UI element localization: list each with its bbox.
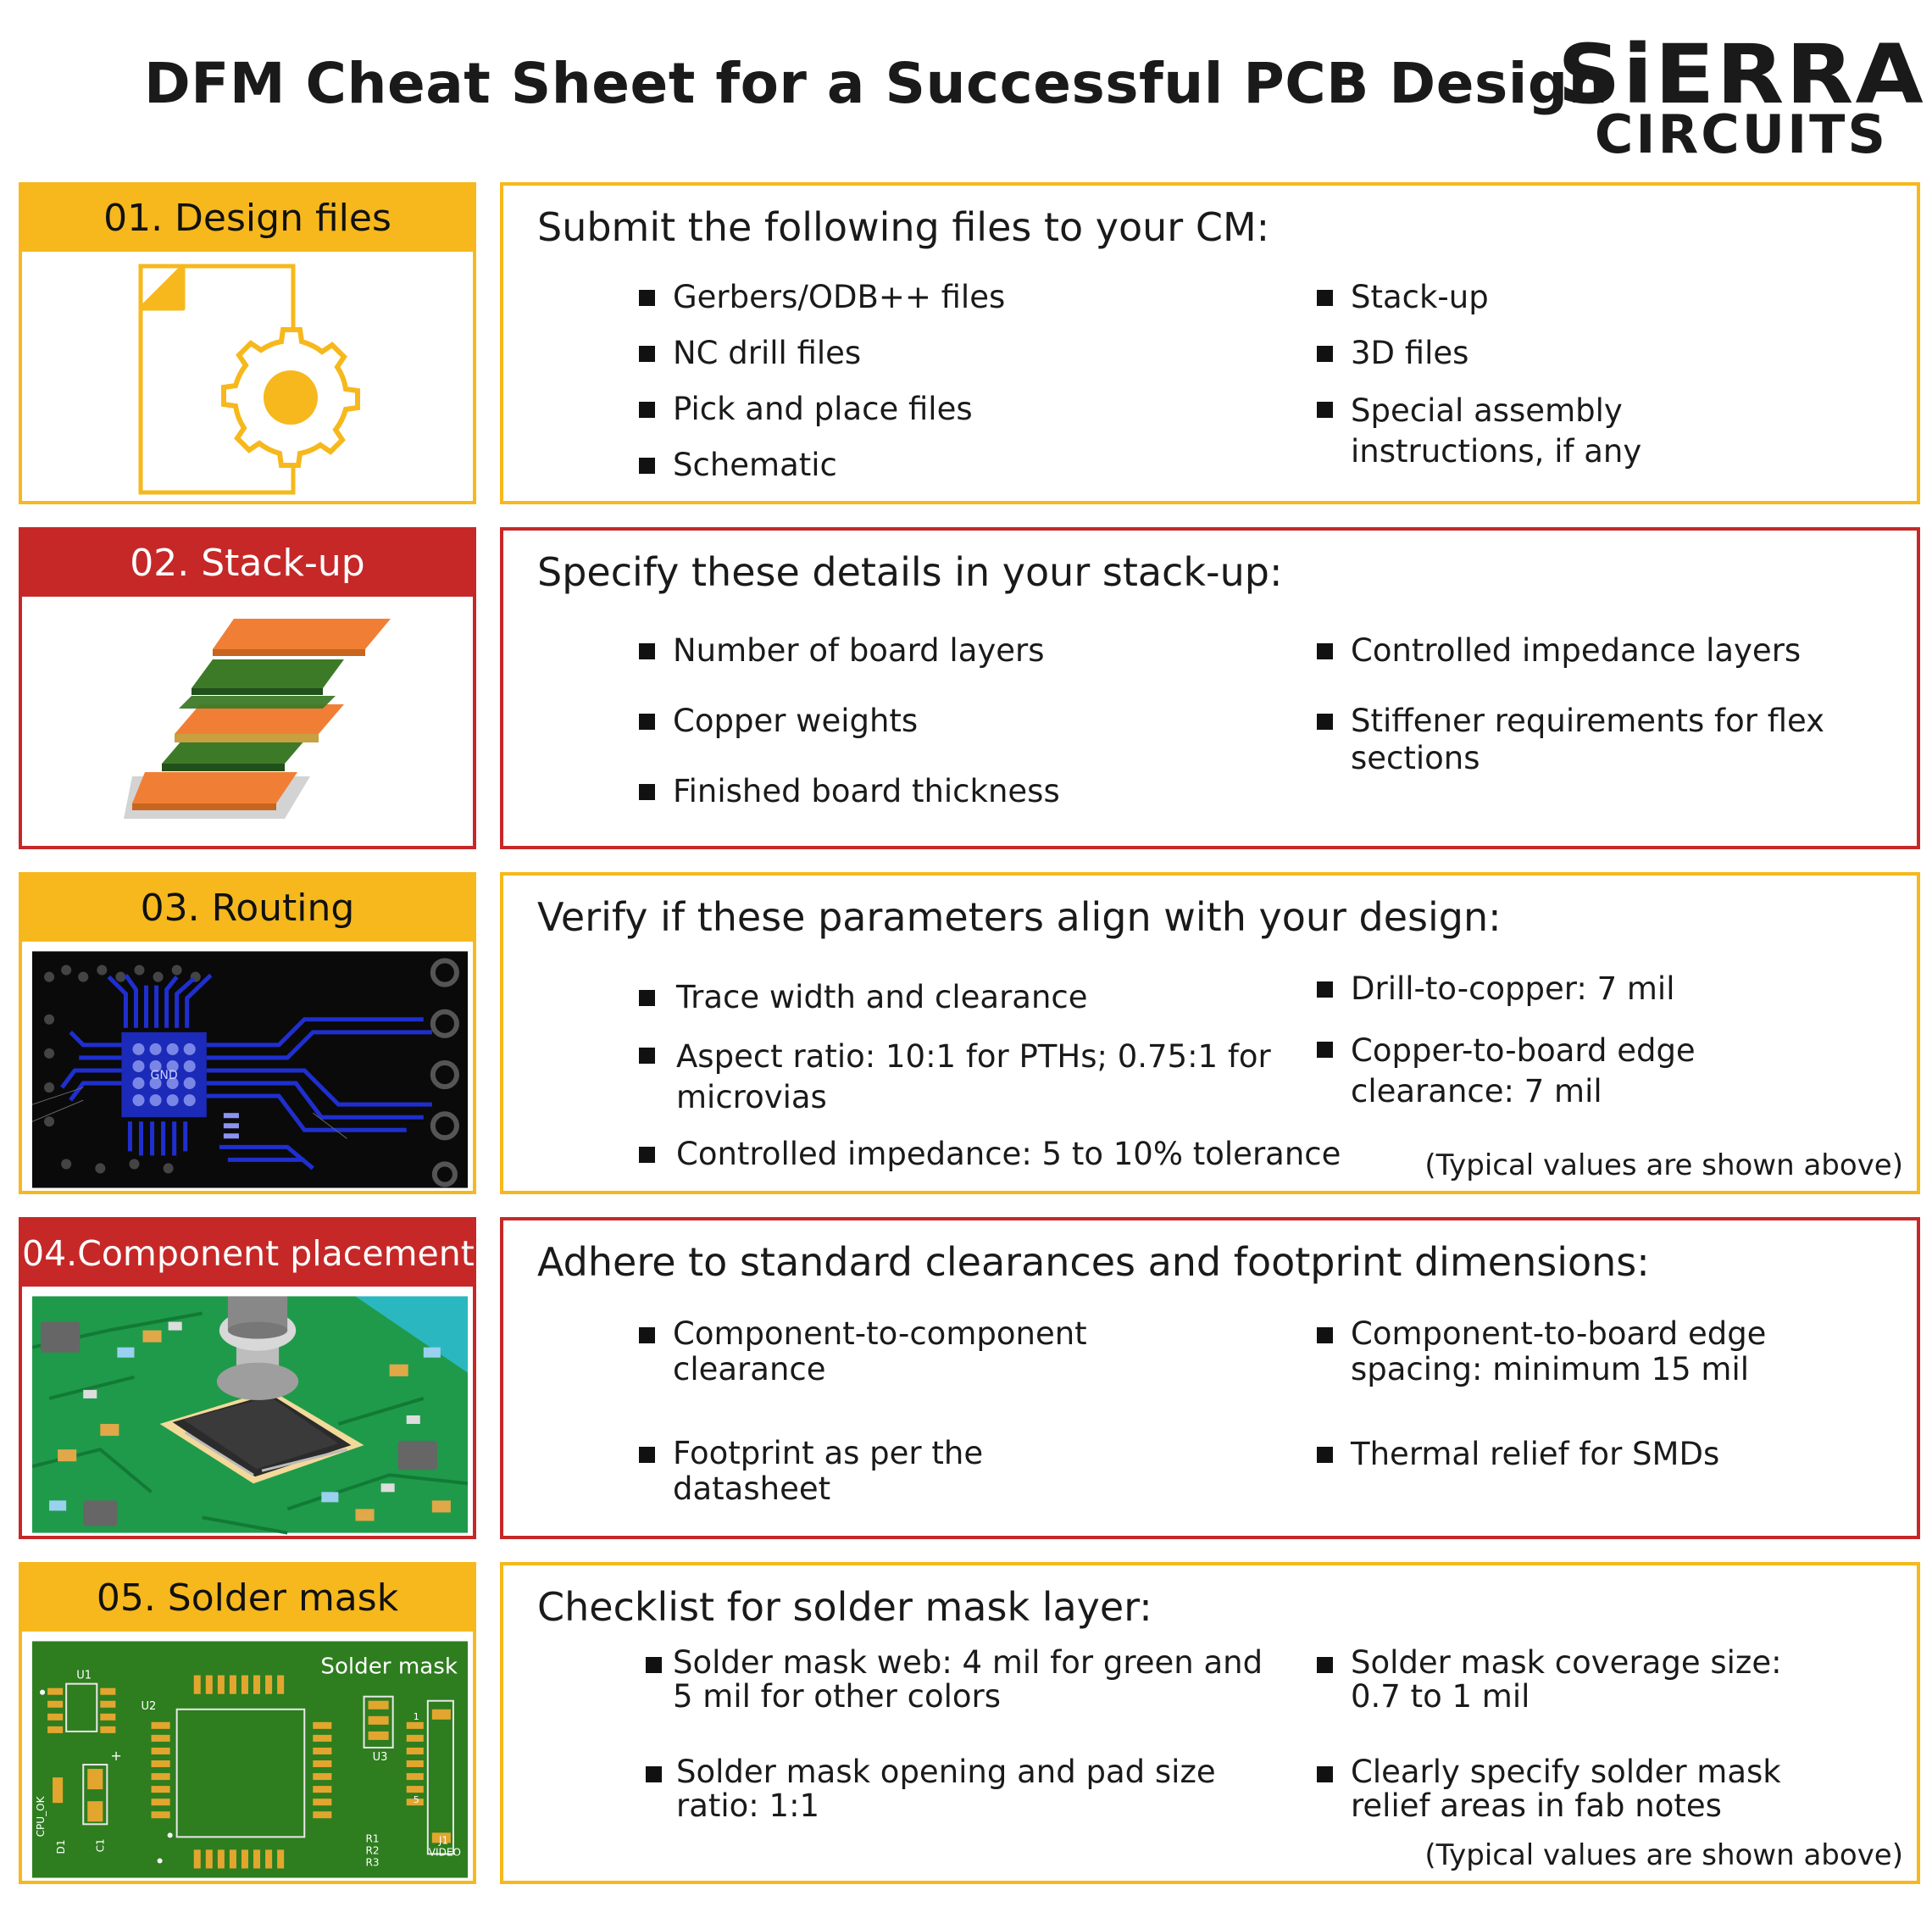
list-item: Copper-to-board edge clearance: 7 mil — [1317, 1031, 1696, 1112]
r2-label: R2 — [366, 1844, 380, 1856]
section-content-panel: Checklist for solder mask layer: Solder … — [500, 1562, 1920, 1884]
pin-1-label: 1 — [414, 1711, 419, 1722]
typical-values-note: (Typical values are shown above) — [1424, 1148, 1903, 1182]
logo-line-1: SiERRA — [1557, 27, 1925, 122]
section-label: 05. Solder mask — [22, 1565, 473, 1632]
section-content-panel: Specify these details in your stack-up: … — [500, 527, 1920, 849]
list-item: Stack-up — [1317, 279, 1489, 316]
pin-5-label: 5 — [414, 1794, 419, 1805]
j1-label: J1 — [438, 1834, 448, 1846]
list-item: Stiffener requirements for flex sections — [1317, 703, 1824, 777]
r1-label: R1 — [366, 1832, 380, 1844]
sierra-circuits-logo: SiERRA CIRCUITS — [1557, 34, 1924, 165]
list-item: Aspect ratio: 10:1 for PTHs; 0.75:1 for … — [639, 1037, 1271, 1118]
document-gear-icon — [138, 264, 360, 495]
section-label: 03. Routing — [22, 876, 473, 942]
solder-mask-board-icon: Solder mask — [32, 1641, 468, 1878]
list-item: Gerbers/ODB++ files — [639, 279, 1005, 316]
list-item: Pick and place files — [639, 391, 973, 428]
list-item: Component-to-component clearance — [639, 1316, 1087, 1387]
list-item: Special assembly instructions, if any — [1317, 391, 1641, 472]
list-item: Trace width and clearance — [639, 979, 1088, 1016]
pick-and-place-icon — [32, 1296, 468, 1535]
list-item: Controlled impedance: 5 to 10% tolerance — [639, 1136, 1341, 1173]
section-design-files: 01. Design files Submit the following fi… — [0, 182, 1932, 509]
section-heading: Adhere to standard clearances and footpr… — [537, 1239, 1650, 1285]
section-label: 02. Stack-up — [22, 531, 473, 597]
list-item: Solder mask coverage size: 0.7 to 1 mil — [1317, 1646, 1782, 1714]
list-item: Footprint as per the datasheet — [639, 1436, 983, 1507]
section-solder-mask: 05. Solder mask Solder mask — [0, 1562, 1932, 1888]
section-label: 04.Component placement — [22, 1220, 475, 1287]
list-item: 3D files — [1317, 335, 1468, 372]
plus-label: + — [110, 1748, 121, 1764]
section-label-panel: 02. Stack-up — [19, 527, 476, 849]
section-routing: 03. Routing — [0, 872, 1932, 1198]
solder-mask-label: Solder mask — [320, 1654, 458, 1680]
gnd-label: GND — [150, 1069, 177, 1082]
section-heading: Specify these details in your stack-up: — [537, 549, 1283, 595]
section-stack-up: 02. Stack-up — [0, 527, 1932, 853]
video-label: VIDEO — [429, 1846, 461, 1858]
section-label-panel: 04.Component placement — [19, 1217, 476, 1539]
list-item: Thermal relief for SMDs — [1317, 1436, 1719, 1473]
u2-label: U2 — [142, 1700, 157, 1713]
cpu-ok-label: CPU_OK — [35, 1795, 47, 1837]
list-item: Solder mask web: 4 mil for green and 5 m… — [646, 1646, 1263, 1714]
list-item: Finished board thickness — [639, 773, 1060, 810]
list-item: Number of board layers — [639, 632, 1045, 670]
section-content-panel: Verify if these parameters align with yo… — [500, 872, 1920, 1194]
list-item: Schematic — [639, 447, 837, 484]
d1-label: D1 — [55, 1840, 67, 1854]
r3-label: R3 — [366, 1856, 380, 1868]
list-item: Clearly specify solder mask relief areas… — [1317, 1755, 1781, 1823]
section-heading: Submit the following files to your CM: — [537, 204, 1270, 250]
list-item: NC drill files — [639, 335, 861, 372]
section-content-panel: Adhere to standard clearances and footpr… — [500, 1217, 1920, 1539]
section-label-panel: 01. Design files — [19, 182, 476, 504]
u1-label: U1 — [76, 1670, 92, 1682]
list-item: Drill-to-copper: 7 mil — [1317, 970, 1674, 1008]
section-component-placement: 04.Component placement Adhe — [0, 1217, 1932, 1543]
list-item: Copper weights — [639, 703, 918, 740]
section-heading: Checklist for solder mask layer: — [537, 1584, 1152, 1630]
logo-line-2: CIRCUITS — [1594, 103, 1889, 165]
section-heading: Verify if these parameters align with yo… — [537, 894, 1502, 940]
list-item: Controlled impedance layers — [1317, 632, 1801, 670]
section-content-panel: Submit the following files to your CM: G… — [500, 182, 1920, 504]
pcb-routing-icon: GND — [32, 951, 468, 1188]
list-item: Solder mask opening and pad size ratio: … — [646, 1755, 1216, 1823]
section-label-panel: 03. Routing — [19, 872, 476, 1194]
section-label-panel: 05. Solder mask Solder mask — [19, 1562, 476, 1884]
u3-label: U3 — [373, 1751, 388, 1764]
section-label: 01. Design files — [22, 186, 473, 252]
layer-stack-icon — [124, 619, 391, 819]
typical-values-note: (Typical values are shown above) — [1424, 1838, 1903, 1872]
list-item: Component-to-board edge spacing: minimum… — [1317, 1316, 1766, 1387]
c1-label: C1 — [94, 1838, 106, 1852]
page-title: DFM Cheat Sheet for a Successful PCB Des… — [144, 51, 1609, 116]
